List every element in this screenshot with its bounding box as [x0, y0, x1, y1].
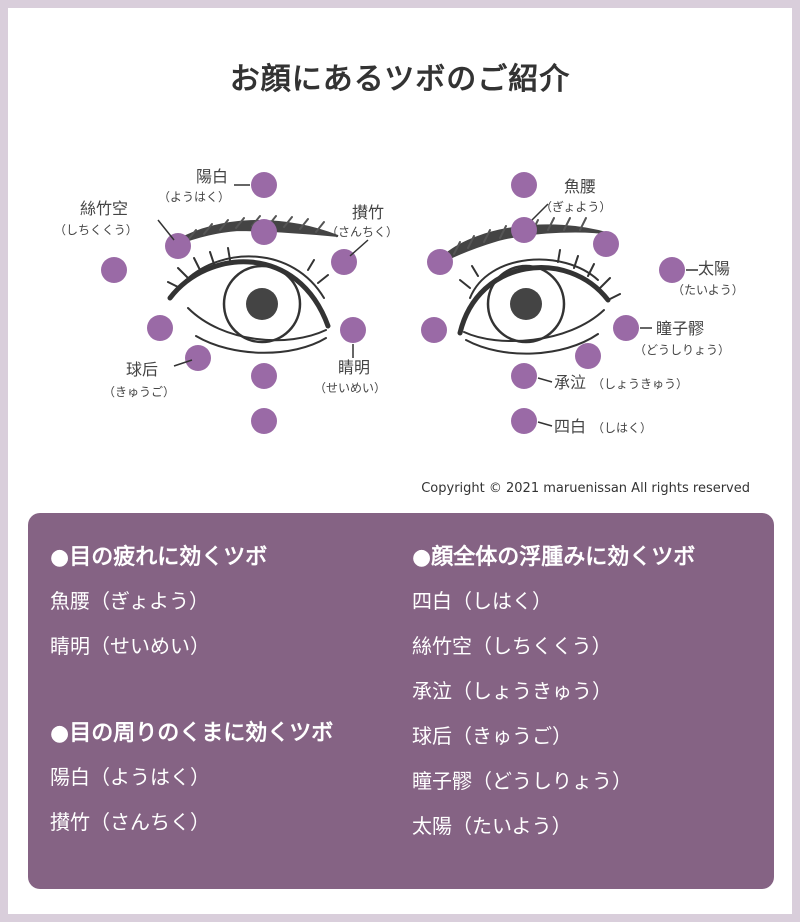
left-eye-iris	[222, 264, 302, 344]
point-shichikukuu-right[interactable]	[593, 231, 619, 257]
point-seimei-right[interactable]	[421, 317, 447, 343]
list-item: 球后（きゅうご）	[412, 724, 572, 748]
right-eye-leaders	[531, 203, 698, 427]
label-shichikukuu: 絲竹空	[80, 199, 128, 218]
point-doushiryou[interactable]	[613, 315, 639, 341]
point-seimei[interactable]	[340, 317, 366, 343]
right-eye-upper-lid	[457, 265, 611, 336]
label-shoukyuu: 承泣	[554, 373, 586, 392]
heading-facial-swelling: ●顔全体の浮腫みに効くツボ	[412, 545, 696, 570]
acupressure-diagram: 陽白 （ようはく） 絲竹空 （しちくくう） 攅竹 （さんちく） 球后 （きゅうご…	[54, 167, 744, 436]
right-eye-crease	[469, 258, 599, 299]
right-eye-labels: 魚腰 （ぎょよう） 太陽 （たいよう） 瞳子髎 （どうしりょう） 承泣 （しょう…	[540, 177, 744, 436]
label-sanchiku-kana: （さんちく）	[326, 225, 398, 239]
point-taiyou-left[interactable]	[101, 257, 127, 283]
label-gyoyou-kana: （ぎょよう）	[540, 200, 611, 214]
main-card: お顔にあるツボのご紹介	[8, 8, 792, 914]
right-eye	[445, 217, 621, 355]
point-youhaku[interactable]	[251, 172, 277, 198]
page-title: お顔にあるツボのご紹介	[229, 62, 571, 97]
label-kyuukou-kana: （きゅうご）	[103, 384, 175, 399]
point-shoukyuu-left[interactable]	[251, 363, 277, 389]
right-eye-points	[421, 172, 685, 434]
point-kyuukou-right[interactable]	[575, 343, 601, 369]
left-eye-upper-lid	[167, 259, 331, 329]
panel-left-column: ●目の疲れに効くツボ 魚腰（ぎょよう） 睛明（せいめい） ●目の周りのくまに効く…	[50, 537, 333, 845]
label-seimei: 睛明	[338, 358, 370, 377]
point-youhaku-right[interactable]	[511, 172, 537, 198]
list-item: 魚腰（ぎょよう）	[50, 589, 209, 613]
point-shihaku[interactable]	[511, 408, 537, 434]
label-youhaku: 陽白	[196, 167, 228, 186]
copyright-notice: Copyright © 2021 maruenissan All rights …	[421, 481, 750, 496]
point-doushiryou-left[interactable]	[147, 315, 173, 341]
label-kyuukou: 球后	[126, 360, 158, 379]
right-eye-lower-line	[465, 333, 599, 355]
list-item: 絲竹空（しちくくう）	[412, 634, 612, 658]
right-eye-lashes	[459, 249, 621, 301]
info-panel: ●目の疲れに効くツボ 魚腰（ぎょよう） 睛明（せいめい） ●目の周りのくまに効く…	[28, 513, 774, 889]
list-item: 太陽（たいよう）	[412, 814, 572, 838]
panel-right-column: ●顔全体の浮腫みに効くツボ 四白（しはく） 絲竹空（しちくくう） 承泣（しょうき…	[412, 537, 695, 849]
list-item: 攅竹（さんちく）	[50, 810, 210, 834]
heading-eye-fatigue: ●目の疲れに効くツボ	[50, 545, 268, 570]
label-sanchiku: 攅竹	[352, 203, 384, 222]
point-shichikukuu-left[interactable]	[165, 233, 191, 259]
right-eye-iris	[486, 264, 566, 344]
label-doushiryou: 瞳子髎	[656, 319, 704, 338]
point-kyuukou[interactable]	[185, 345, 211, 371]
point-sanchiku-right[interactable]	[427, 249, 453, 275]
right-eye-pupil	[510, 288, 542, 320]
left-eye-labels: 陽白 （ようはく） 絲竹空 （しちくくう） 攅竹 （さんちく） 球后 （きゅうご…	[54, 167, 398, 399]
label-taiyou: 太陽	[698, 259, 730, 278]
label-gyoyou: 魚腰	[564, 177, 596, 196]
point-shihaku-left[interactable]	[251, 408, 277, 434]
label-doushiryou-kana: （どうしりょう）	[634, 343, 730, 357]
left-eyebrow	[177, 219, 339, 246]
label-shichikukuu-kana: （しちくくう）	[54, 223, 138, 237]
left-eyebrow-hairs	[187, 215, 325, 241]
point-taiyou[interactable]	[659, 257, 685, 283]
point-gyoyou-left[interactable]	[251, 219, 277, 245]
label-shihaku-kana: （しはく）	[592, 421, 652, 435]
left-eye	[167, 215, 339, 354]
list-item: 陽白（ようはく）	[50, 765, 210, 789]
left-eye-lower-lid	[187, 307, 327, 342]
point-gyoyou[interactable]	[511, 217, 537, 243]
point-shoukyuu[interactable]	[511, 363, 537, 389]
heading-dark-circles: ●目の周りのくまに効くツボ	[50, 721, 334, 746]
left-eye-lashes	[167, 247, 329, 289]
list-item: 四白（しはく）	[412, 589, 552, 613]
label-shoukyuu-kana: （しょうきゅう）	[592, 377, 688, 391]
left-eye-lower-line	[195, 335, 327, 354]
list-item: 瞳子髎（どうしりょう）	[412, 769, 632, 793]
label-youhaku-kana: （ようはく）	[158, 190, 230, 204]
label-seimei-kana: （せいめい）	[314, 381, 386, 395]
left-eye-leaders	[157, 184, 369, 367]
right-eye-lower-lid	[463, 309, 605, 343]
spacer	[50, 669, 333, 713]
label-shihaku: 四白	[554, 417, 586, 436]
list-item: 承泣（しょうきゅう）	[412, 679, 612, 703]
left-eye-pupil	[246, 288, 278, 320]
list-item: 睛明（せいめい）	[50, 634, 210, 658]
label-taiyou-kana: （たいよう）	[672, 283, 744, 297]
